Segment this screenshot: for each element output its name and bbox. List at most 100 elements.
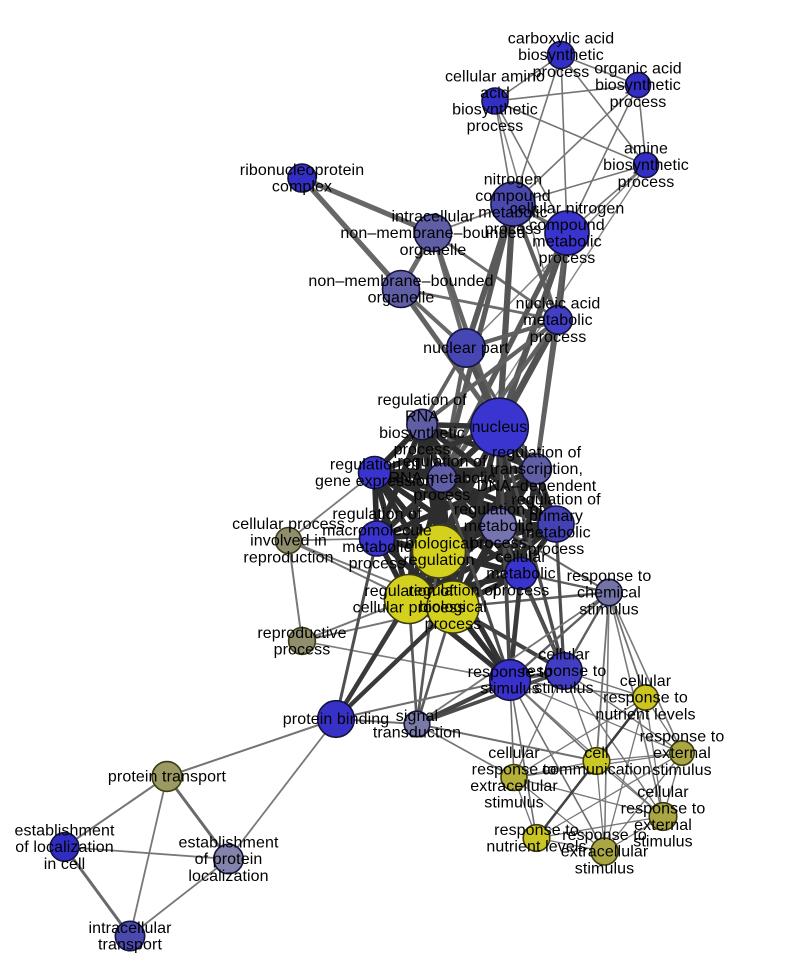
svg-text:metabolic: metabolic bbox=[486, 566, 555, 583]
svg-text:DNA–dependent: DNA–dependent bbox=[477, 478, 597, 495]
svg-text:cellular: cellular bbox=[538, 647, 590, 664]
svg-text:response to: response to bbox=[603, 690, 688, 707]
svg-text:establishment: establishment bbox=[178, 835, 278, 852]
svg-text:metabolic: metabolic bbox=[523, 312, 592, 329]
svg-text:biosynthetic: biosynthetic bbox=[603, 157, 689, 174]
svg-text:cellular: cellular bbox=[495, 549, 547, 566]
svg-text:response to: response to bbox=[472, 761, 557, 778]
svg-text:localization: localization bbox=[188, 868, 268, 885]
svg-text:transcription,: transcription, bbox=[490, 461, 583, 478]
svg-text:regulation of: regulation of bbox=[511, 491, 601, 508]
svg-text:of localization: of localization bbox=[15, 839, 113, 856]
svg-text:cellular process: cellular process bbox=[232, 516, 345, 533]
svg-text:regulation: regulation bbox=[403, 552, 474, 569]
svg-text:biosynthetic: biosynthetic bbox=[518, 47, 604, 64]
svg-text:carboxylic acid: carboxylic acid bbox=[508, 31, 614, 48]
svg-text:process: process bbox=[493, 582, 550, 599]
svg-text:chemical: chemical bbox=[577, 585, 641, 602]
svg-text:process: process bbox=[533, 64, 590, 81]
svg-text:primary: primary bbox=[529, 508, 583, 525]
svg-text:regulation of: regulation of bbox=[377, 392, 467, 409]
svg-text:regulation of: regulation of bbox=[454, 502, 544, 519]
svg-text:extracellular: extracellular bbox=[561, 844, 649, 861]
svg-text:process: process bbox=[394, 442, 451, 459]
svg-text:intracellular: intracellular bbox=[391, 209, 475, 226]
svg-text:non–membrane–bounded: non–membrane–bounded bbox=[340, 225, 525, 242]
svg-text:process: process bbox=[530, 329, 587, 346]
svg-text:response to: response to bbox=[468, 664, 553, 681]
svg-text:response to: response to bbox=[621, 800, 706, 817]
svg-text:regulation of: regulation of bbox=[408, 583, 498, 600]
svg-text:intracellular: intracellular bbox=[88, 920, 172, 937]
svg-text:cellular: cellular bbox=[637, 784, 689, 801]
svg-text:biosynthetic: biosynthetic bbox=[595, 77, 681, 94]
svg-text:regulation of: regulation of bbox=[492, 445, 582, 462]
svg-text:communication: communication bbox=[542, 762, 651, 779]
svg-text:biosynthetic: biosynthetic bbox=[379, 425, 465, 442]
svg-text:cellular amino: cellular amino bbox=[445, 68, 545, 85]
svg-text:organelle: organelle bbox=[400, 242, 467, 259]
svg-text:compound: compound bbox=[529, 217, 605, 234]
svg-text:cellular nitrogen: cellular nitrogen bbox=[510, 200, 625, 217]
svg-text:acid: acid bbox=[480, 85, 510, 102]
svg-text:stimulus: stimulus bbox=[652, 762, 711, 779]
svg-text:transport: transport bbox=[98, 937, 162, 954]
svg-text:regulation of: regulation of bbox=[330, 456, 420, 473]
svg-text:transduction: transduction bbox=[373, 725, 461, 742]
svg-text:response to: response to bbox=[562, 827, 647, 844]
svg-text:process: process bbox=[274, 642, 331, 659]
svg-text:involved in: involved in bbox=[250, 533, 327, 550]
svg-text:reproductive: reproductive bbox=[257, 625, 346, 642]
svg-text:metabolic: metabolic bbox=[478, 205, 547, 222]
svg-text:protein transport: protein transport bbox=[108, 769, 227, 786]
svg-text:response to: response to bbox=[640, 729, 725, 746]
svg-text:stimulus: stimulus bbox=[579, 601, 638, 618]
svg-text:process: process bbox=[467, 118, 524, 135]
svg-text:ribonucleoprotein: ribonucleoprotein bbox=[240, 162, 364, 179]
svg-text:cell: cell bbox=[584, 745, 608, 762]
svg-text:process: process bbox=[485, 221, 542, 238]
svg-text:metabolic: metabolic bbox=[342, 539, 411, 556]
svg-text:external: external bbox=[634, 817, 692, 834]
svg-text:process: process bbox=[470, 535, 527, 552]
svg-text:non–membrane–bounded: non–membrane–bounded bbox=[308, 273, 493, 290]
svg-text:nitrogen: nitrogen bbox=[484, 171, 543, 188]
svg-text:extracellular: extracellular bbox=[470, 778, 558, 795]
svg-text:gene expression: gene expression bbox=[315, 473, 434, 490]
svg-text:biosynthetic: biosynthetic bbox=[452, 102, 538, 119]
svg-text:in cell: in cell bbox=[44, 856, 86, 873]
svg-text:process: process bbox=[528, 541, 585, 558]
svg-text:stimulus: stimulus bbox=[534, 680, 593, 697]
svg-text:of protein: of protein bbox=[195, 851, 263, 868]
svg-text:amine: amine bbox=[624, 141, 668, 158]
svg-text:process: process bbox=[610, 94, 667, 111]
svg-text:nutrient levels: nutrient levels bbox=[595, 706, 695, 723]
svg-text:protein binding: protein binding bbox=[283, 711, 389, 728]
svg-text:stimulus: stimulus bbox=[575, 860, 634, 877]
svg-text:response to: response to bbox=[522, 663, 607, 680]
svg-text:stimulus: stimulus bbox=[484, 795, 543, 812]
svg-text:biological: biological bbox=[405, 535, 473, 552]
svg-text:process: process bbox=[349, 556, 406, 573]
svg-text:regulation of: regulation of bbox=[332, 506, 422, 523]
svg-text:complex: complex bbox=[272, 179, 332, 196]
svg-text:nucleic acid: nucleic acid bbox=[516, 296, 601, 313]
svg-text:metabolic: metabolic bbox=[521, 525, 590, 542]
svg-text:nuclear part: nuclear part bbox=[423, 340, 509, 357]
svg-text:nucleus: nucleus bbox=[472, 419, 528, 436]
svg-text:regulation of: regulation of bbox=[397, 454, 487, 471]
svg-text:response to: response to bbox=[567, 568, 652, 585]
svg-text:biological: biological bbox=[419, 599, 487, 616]
svg-text:nutrient levels: nutrient levels bbox=[486, 839, 586, 856]
svg-text:process: process bbox=[414, 487, 471, 504]
svg-text:regulation of: regulation of bbox=[364, 583, 454, 600]
svg-text:metabolic: metabolic bbox=[464, 518, 533, 535]
svg-text:response to: response to bbox=[494, 822, 579, 839]
svg-text:establishment: establishment bbox=[14, 823, 114, 840]
svg-text:process: process bbox=[618, 174, 675, 191]
svg-text:cellular: cellular bbox=[488, 745, 540, 762]
svg-text:stimulus: stimulus bbox=[480, 681, 539, 698]
svg-text:signal: signal bbox=[396, 708, 438, 725]
svg-text:metabolic: metabolic bbox=[532, 234, 601, 251]
svg-text:RNA: RNA bbox=[405, 408, 439, 425]
